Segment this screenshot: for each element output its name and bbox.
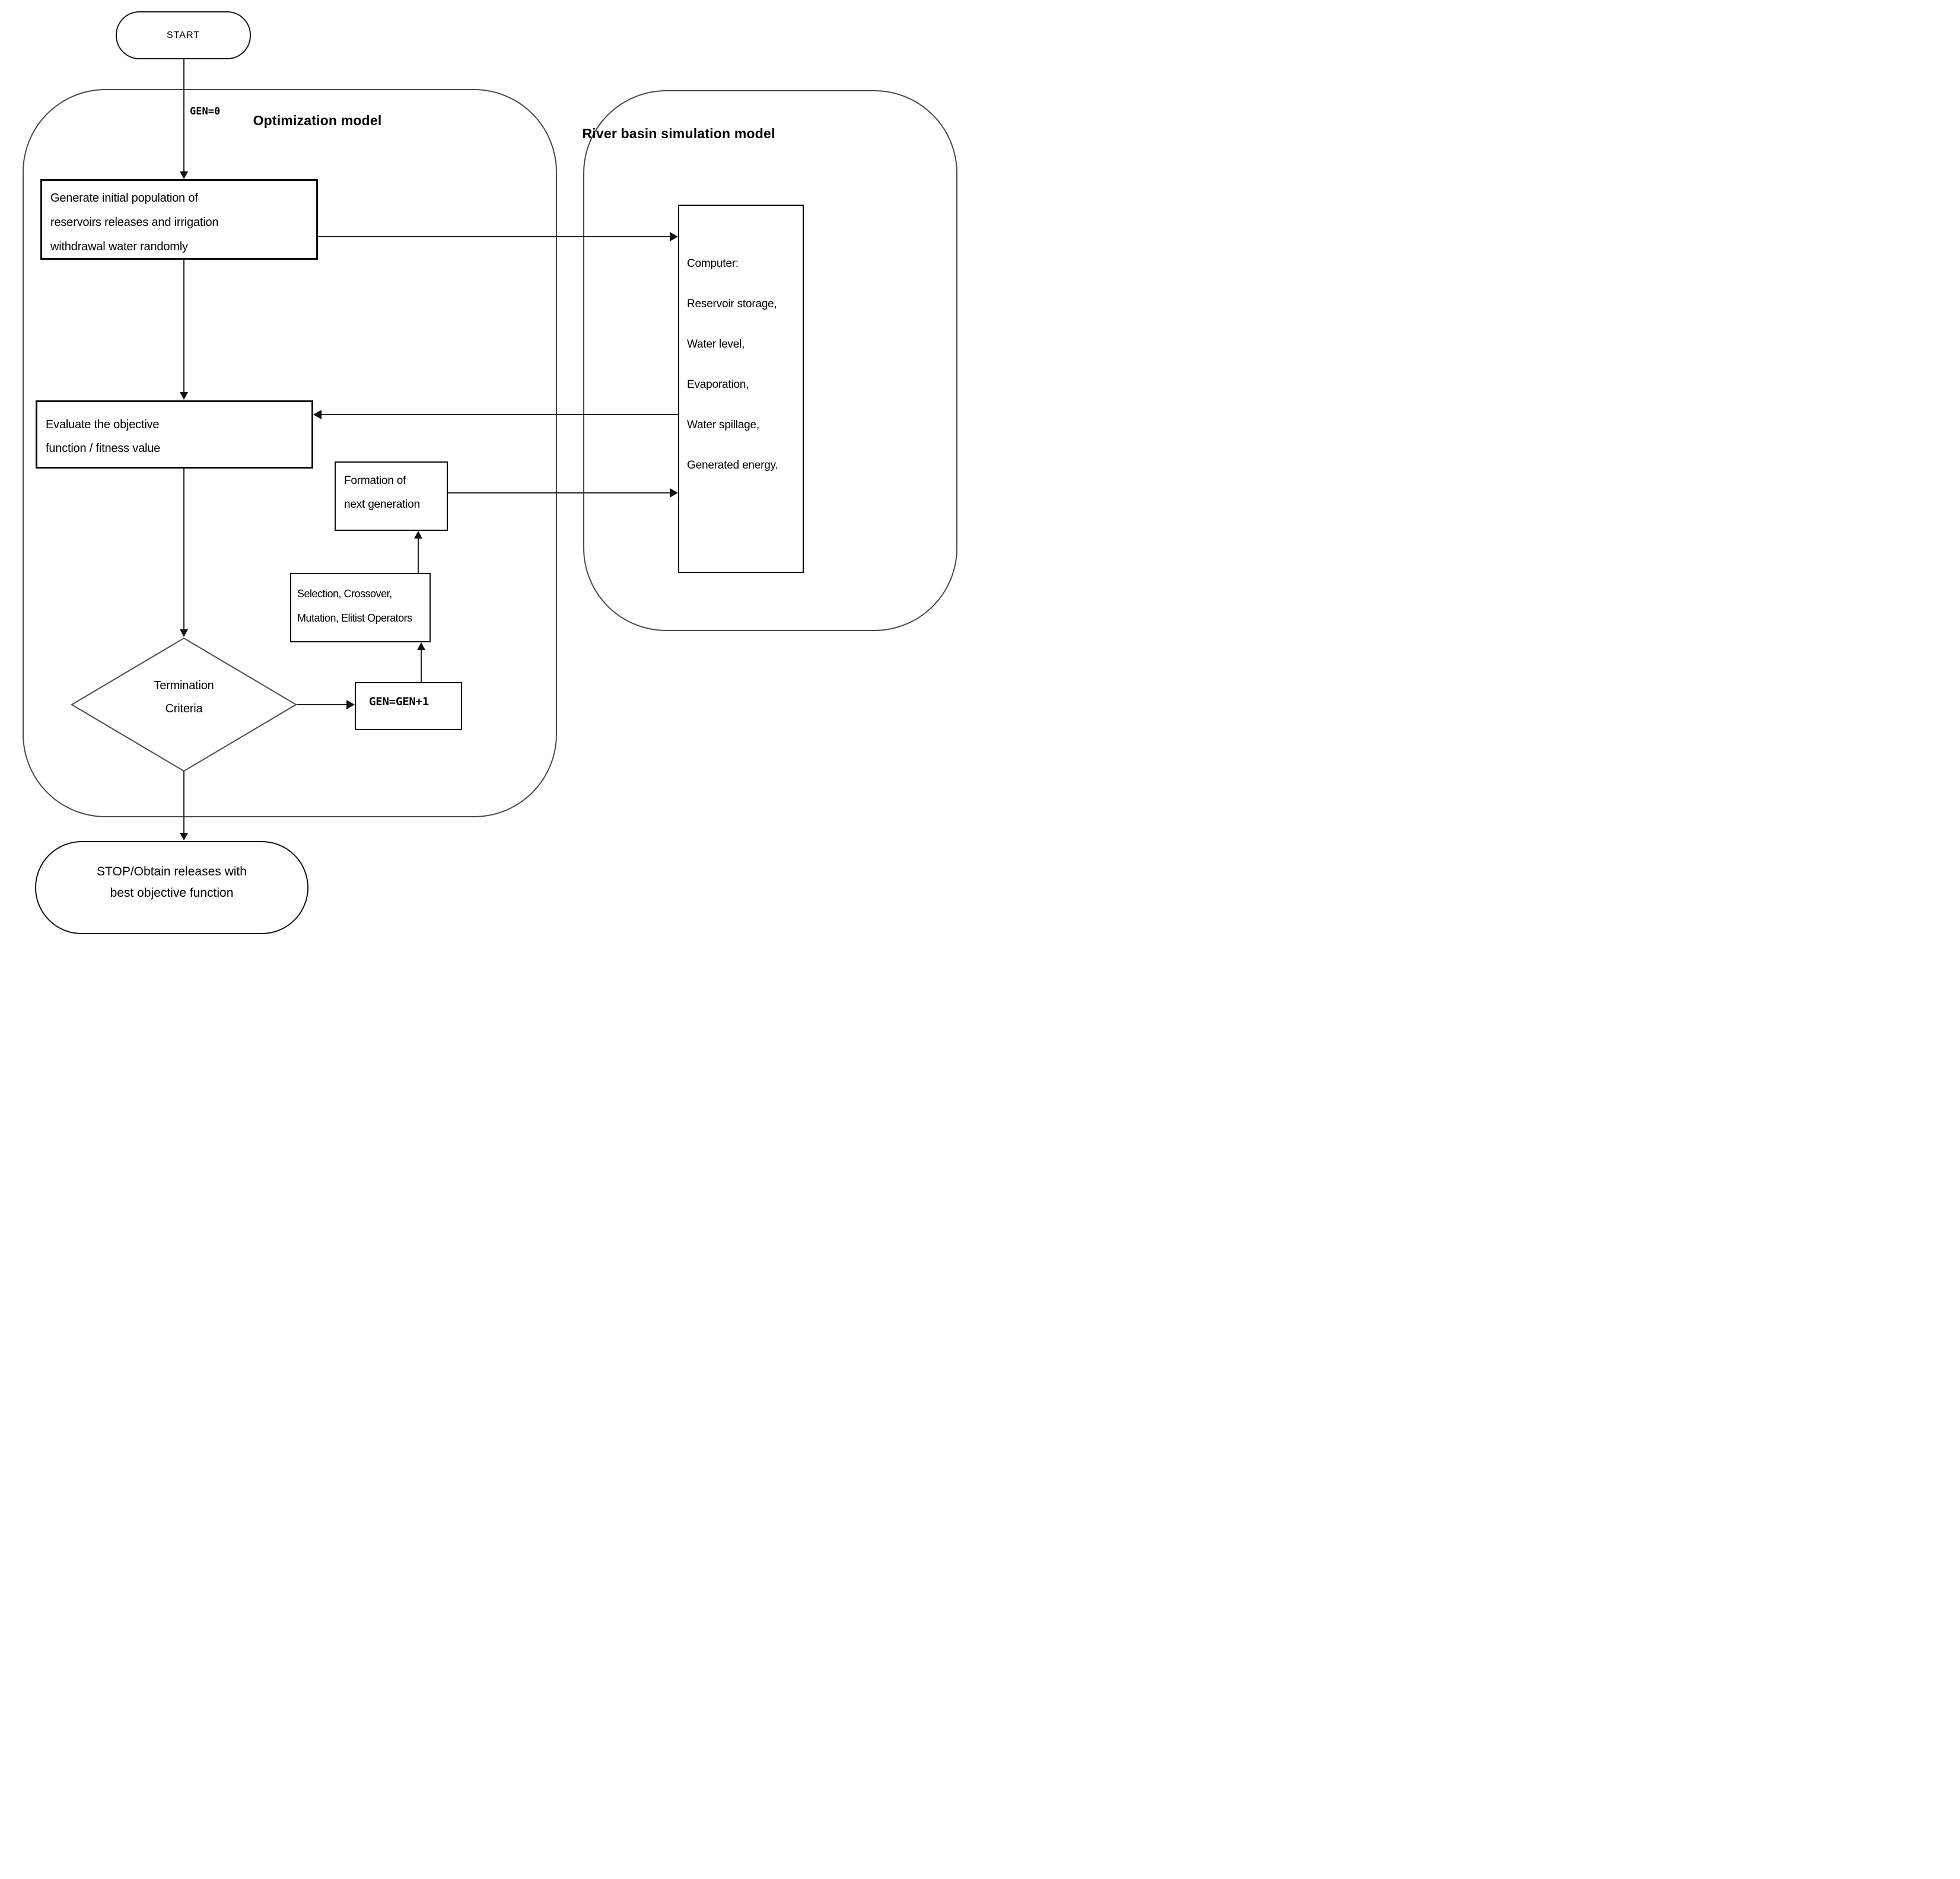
computer-line-6: Generated energy.: [687, 459, 778, 472]
optimization-model-container: [23, 89, 557, 817]
selection-line-1: Selection, Crossover,: [297, 588, 392, 600]
gen-increment-label: GEN=GEN+1: [369, 695, 429, 708]
formation-line-1: Formation of: [344, 474, 406, 487]
termination-criteria-text: Termination Criteria: [71, 674, 297, 721]
arrowhead-up-icon: [417, 642, 425, 650]
stop-line-2: best objective function: [110, 886, 234, 900]
selection-operators-node: Selection, Crossover, Mutation, Elitist …: [290, 573, 431, 642]
arrowhead-down-icon: [180, 833, 188, 840]
start-node: START: [116, 11, 251, 59]
arrowhead-right-icon: [346, 700, 355, 709]
computer-line-3: Water level,: [687, 338, 745, 351]
optimization-model-title: Optimization model: [253, 113, 382, 128]
termination-line-2: Criteria: [165, 702, 203, 715]
connector-formation-to-computer: [448, 492, 670, 493]
gen-increment-node: GEN=GEN+1: [355, 682, 462, 730]
flowchart-figure: Optimization model River basin simulatio…: [0, 0, 980, 940]
arrowhead-down-icon: [180, 171, 188, 179]
computer-outputs-node: Computer: Reservoir storage, Water level…: [678, 205, 804, 573]
stop-line-1: STOP/Obtain releases with: [97, 865, 247, 878]
connector-termination-to-genincrement: [297, 704, 348, 705]
generate-line-1: Generate initial population of: [50, 192, 198, 205]
evaluate-line-2: function / fitness value: [46, 442, 161, 455]
evaluate-objective-node: Evaluate the objective function / fitnes…: [36, 400, 313, 469]
computer-line-5: Water spillage,: [687, 419, 759, 431]
computer-line-1: Computer:: [687, 257, 739, 270]
arrowhead-down-icon: [180, 629, 188, 637]
arrowhead-left-icon: [313, 410, 322, 419]
connector-selection-to-formation: [418, 539, 419, 573]
generate-line-2: reservoirs releases and irrigation: [50, 216, 219, 229]
arrowhead-right-icon: [670, 232, 678, 241]
gen-zero-label: GEN=0: [190, 106, 221, 117]
evaluate-line-1: Evaluate the objective: [46, 418, 160, 431]
connector-computer-to-evaluate: [322, 414, 678, 415]
formation-line-2: next generation: [344, 498, 420, 511]
selection-line-2: Mutation, Elitist Operators: [297, 612, 412, 624]
computer-line-2: Reservoir storage,: [687, 298, 777, 310]
connector-generate-to-computer: [318, 236, 670, 237]
termination-line-1: Termination: [154, 679, 214, 692]
connector-evaluate-to-termination: [183, 469, 184, 630]
connector-genincrement-to-selection: [421, 650, 422, 682]
arrowhead-up-icon: [414, 531, 422, 539]
generate-population-node: Generate initial population of reservoir…: [40, 179, 318, 260]
arrowhead-down-icon: [180, 392, 188, 400]
connector-start-to-generate: [183, 59, 184, 172]
simulation-model-container: [583, 90, 957, 631]
computer-line-4: Evaporation,: [687, 378, 749, 391]
stop-node: STOP/Obtain releases with best objective…: [35, 841, 308, 934]
generate-line-3: withdrawal water randomly: [50, 240, 188, 253]
connector-termination-to-stop: [183, 771, 184, 833]
arrowhead-right-icon: [670, 488, 678, 498]
formation-next-generation-node: Formation of next generation: [335, 461, 448, 531]
connector-generate-to-evaluate: [183, 260, 184, 393]
start-node-label: START: [167, 30, 200, 40]
simulation-model-title: River basin simulation model: [582, 126, 775, 141]
